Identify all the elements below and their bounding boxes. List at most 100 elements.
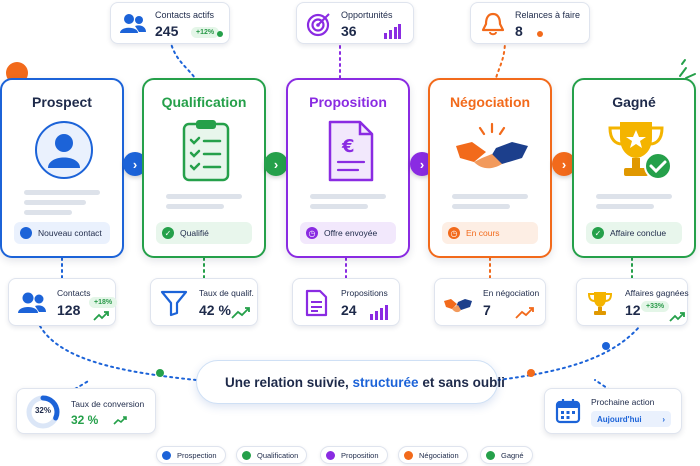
top-stat-opportunites: Opportunités 36: [296, 2, 414, 44]
stat-label: En négociation: [483, 288, 540, 298]
stat-affaires-gagnees: Affaires gagnées 12 +33%: [576, 278, 689, 326]
placeholder-line: [452, 194, 528, 199]
stage-title: Gagné: [612, 94, 656, 110]
stage-status-label: Offre envoyée: [324, 228, 378, 238]
top-stat-label: Opportunités: [341, 10, 393, 20]
today-button-label: Aujourd'hui: [597, 414, 642, 424]
status-dot: [20, 227, 32, 239]
legend-dot: [404, 450, 413, 460]
check-icon: ✓: [162, 227, 174, 239]
stat-value: 12: [625, 302, 641, 318]
stage-next-arrow[interactable]: ›: [264, 152, 288, 176]
placeholder-line: [310, 204, 368, 209]
placeholder-line: [24, 190, 100, 195]
top-stat-label: Contacts actifs: [155, 10, 215, 20]
top-stat-value: 36: [341, 23, 357, 39]
trend-up-icon: [231, 307, 250, 319]
user-avatar-icon: [35, 121, 93, 179]
legend-item-gagne: Gagné: [480, 446, 533, 464]
stat-propositions: Propositions 24: [292, 278, 400, 326]
placeholder-line: [596, 204, 654, 209]
trend-up-icon: [515, 307, 534, 319]
top-stat-label: Relances à faire: [515, 10, 581, 20]
top-stat-value: 8: [515, 23, 523, 39]
placeholder-line: [166, 204, 224, 209]
tagline-text: Une relation suivie, structurée et sans …: [225, 374, 505, 390]
stage-card-proposition[interactable]: Proposition € ◷ Offre envoyée: [286, 78, 410, 258]
conversion-donut: [26, 395, 60, 429]
svg-text:€: €: [341, 136, 355, 157]
stat-label: Affaires gagnées: [625, 288, 689, 298]
placeholder-line: [452, 204, 510, 209]
sparkle-rays-icon: [679, 59, 696, 79]
euro-document-icon: €: [328, 120, 374, 182]
trophy-icon: [587, 292, 613, 315]
stage-card-qualification[interactable]: Qualification ✓ Qualifié: [142, 78, 266, 258]
stat-value: 7: [483, 302, 491, 318]
growth-badge: +12%: [191, 27, 220, 38]
stage-status-badge: ◷ En cours: [442, 222, 538, 244]
target-icon: [306, 13, 330, 37]
legend-item-negociation: Négociation: [398, 446, 468, 464]
legend-label: Qualification: [257, 450, 299, 460]
placeholder-line: [596, 194, 672, 199]
trophy-icon: [608, 122, 672, 180]
legend-dot: [162, 450, 171, 460]
stage-status-label: Qualifié: [180, 228, 209, 238]
handshake-icon: [456, 122, 528, 169]
stage-title: Proposition: [309, 94, 387, 110]
stat-label: Taux de qualif.: [199, 288, 254, 298]
stat-en-negociation: En négociation 7: [434, 278, 546, 326]
stage-card-negociation[interactable]: Négociation ◷ En cours: [428, 78, 552, 258]
placeholder-line: [24, 210, 72, 215]
legend-label: Prospection: [177, 450, 217, 460]
calendar-icon: [555, 399, 581, 424]
chevron-right-icon: ›: [662, 414, 665, 424]
stage-title: Qualification: [161, 94, 247, 110]
next-action-card: Prochaine action Aujourd'hui ›: [544, 388, 682, 434]
stage-status-badge: Nouveau contact: [14, 222, 110, 244]
stat-value: 24: [341, 302, 357, 318]
bar-chart-icon: [370, 305, 388, 320]
placeholder-line: [310, 194, 386, 199]
trend-up-icon: [113, 416, 127, 425]
legend-label: Gagné: [501, 450, 524, 460]
stat-label: Contacts: [57, 288, 91, 298]
top-stat-value: 245: [155, 23, 179, 39]
users-icon: [18, 292, 46, 313]
bar-chart-icon: [384, 24, 401, 39]
stage-card-gagne[interactable]: Gagné ✓ Affaire conclue: [572, 78, 696, 258]
status-dot: [537, 31, 543, 37]
stage-status-label: En cours: [466, 228, 500, 238]
legend-label: Négociation: [419, 450, 459, 460]
stat-label: Propositions: [341, 288, 388, 298]
stat-value: 128: [57, 302, 81, 318]
clock-icon: ◷: [448, 227, 460, 239]
top-stat-relances: Relances à faire 8: [470, 2, 590, 44]
stage-status-label: Affaire conclue: [610, 228, 667, 238]
filter-funnel-icon: [160, 290, 188, 317]
growth-badge: +18%: [89, 297, 118, 308]
legend-dot: [486, 450, 495, 460]
stage-status-label: Nouveau contact: [38, 228, 102, 238]
stage-status-badge: ✓ Qualifié: [156, 222, 252, 244]
status-dot: [217, 31, 223, 37]
document-icon: [305, 289, 328, 317]
stat-taux-qualif: Taux de qualif. 42 %: [150, 278, 258, 326]
growth-badge: +33%: [641, 301, 670, 312]
stage-status-badge: ✓ Affaire conclue: [586, 222, 682, 244]
clock-icon: ◷: [306, 227, 318, 239]
today-button[interactable]: Aujourd'hui ›: [591, 411, 671, 427]
clipboard-checklist-icon: [182, 120, 230, 182]
conversion-label: Taux de conversion: [71, 399, 145, 409]
bell-icon: [481, 12, 505, 36]
check-icon: ✓: [592, 227, 604, 239]
stat-value: 42 %: [199, 302, 231, 318]
handshake-icon: [444, 299, 472, 313]
stage-card-prospect[interactable]: Prospect Nouveau contact: [0, 78, 124, 258]
legend-item-prospection: Prospection: [156, 446, 226, 464]
top-stat-contacts-actifs: Contacts actifs 245 +12%: [110, 2, 230, 44]
donut-label: 32%: [34, 406, 51, 415]
users-icon: [120, 14, 146, 33]
conversion-rate-card: 32% Taux de conversion 32 %: [16, 388, 156, 434]
